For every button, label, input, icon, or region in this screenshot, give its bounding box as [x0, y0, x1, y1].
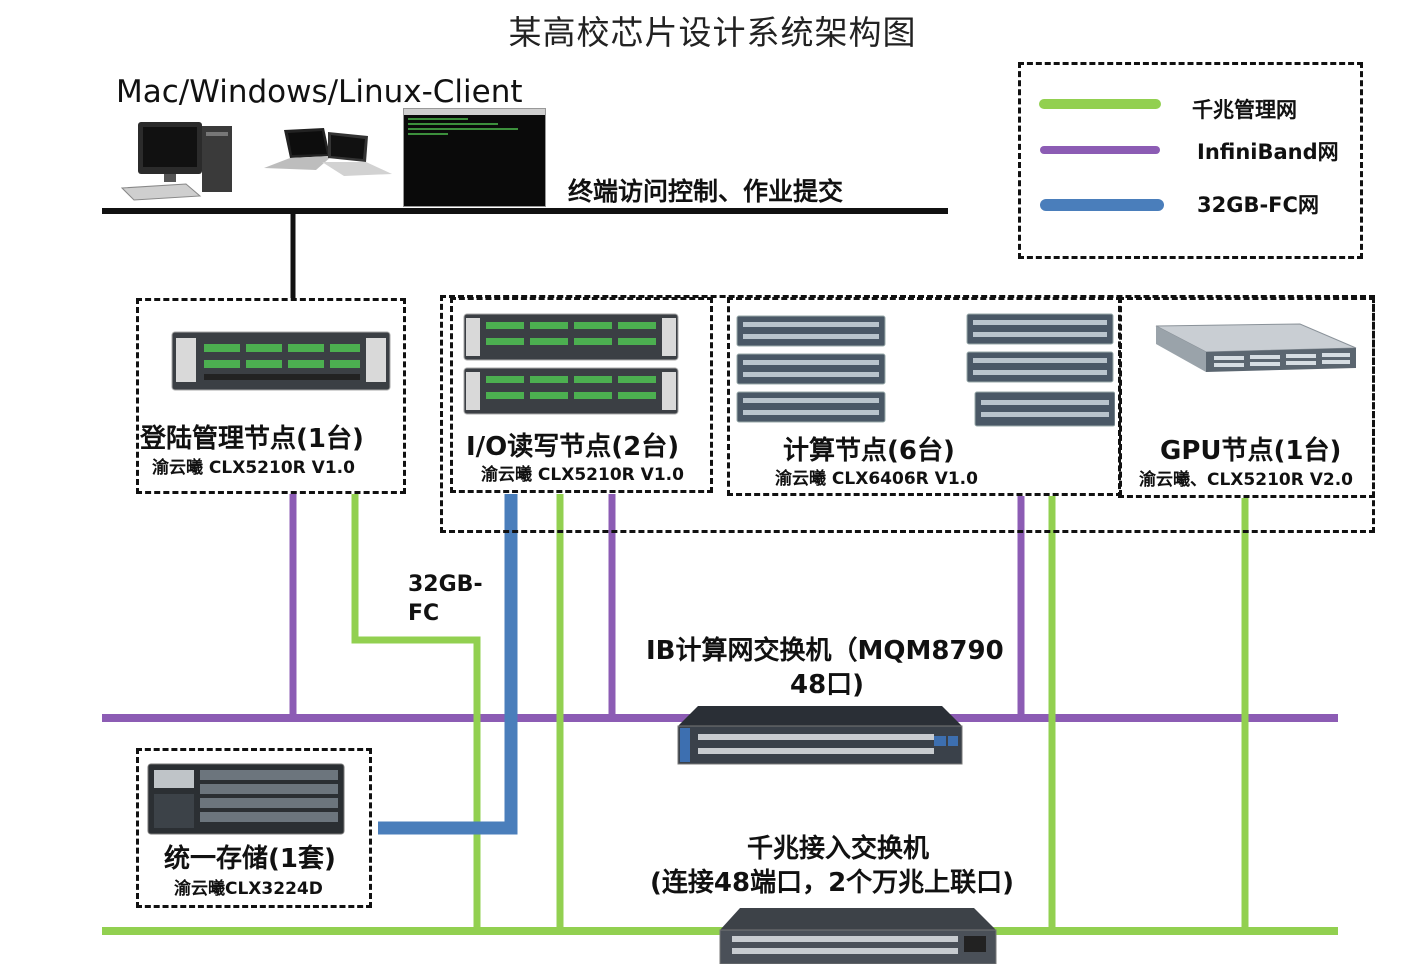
storage-title: 统一存储(1套)	[164, 844, 336, 874]
ib-switch-title-2: 48口)	[790, 670, 865, 700]
io-node-box	[450, 297, 713, 493]
io-node-model: 渝云曦 CLX5210R V1.0	[481, 465, 684, 485]
login-node-box	[136, 298, 406, 494]
compute-servers-icon	[736, 313, 1115, 427]
desktop-pc-icon	[120, 122, 232, 201]
fc-label-line1: 32GB-	[408, 572, 483, 597]
rack-server-icon	[171, 331, 391, 391]
rack-server-icon	[463, 313, 679, 415]
storage-box	[136, 748, 372, 908]
gpu-server-icon	[1155, 323, 1357, 372]
diagram-title: 某高校芯片设计系统架构图	[508, 13, 917, 52]
fc-label-line2: FC	[408, 601, 440, 626]
laptop-icon	[264, 128, 392, 176]
ge-switch-title: 千兆接入交换机	[747, 834, 930, 864]
login-node-title: 登陆管理节点(1台)	[140, 424, 364, 454]
ge-switch-icon	[719, 908, 997, 964]
client-label: Mac/Windows/Linux-Client	[116, 74, 523, 110]
gpu-node-model: 渝云曦、CLX5210R V2.0	[1139, 470, 1354, 490]
storage-array-icon	[147, 763, 345, 835]
terminal-window-icon	[403, 108, 546, 207]
legend-label-ge: 千兆管理网	[1192, 98, 1297, 122]
io-node-title: I/O读写节点(2台)	[466, 432, 680, 462]
legend-label-fc: 32GB-FC网	[1197, 193, 1319, 217]
terminal-access-label: 终端访问控制、作业提交	[568, 177, 844, 206]
gpu-node-box	[1118, 297, 1375, 498]
login-node-model: 渝云曦 CLX5210R V1.0	[152, 458, 355, 478]
gpu-node-title: GPU节点(1台)	[1160, 436, 1342, 466]
ge-drop-login	[351, 494, 481, 931]
fc-link-line	[378, 494, 518, 835]
ge-switch-subtitle: (连接48端口，2个万兆上联口)	[650, 868, 1015, 898]
compute-node-title: 计算节点(6台)	[783, 436, 955, 466]
compute-node-model: 渝云曦 CLX6406R V1.0	[775, 469, 978, 489]
legend-box	[1018, 62, 1363, 259]
storage-model: 渝云曦CLX3224D	[174, 879, 323, 899]
legend-label-ib: InfiniBand网	[1197, 140, 1339, 164]
ib-switch-icon	[677, 706, 963, 765]
ib-switch-title: IB计算网交换机（MQM8790	[646, 636, 1004, 666]
